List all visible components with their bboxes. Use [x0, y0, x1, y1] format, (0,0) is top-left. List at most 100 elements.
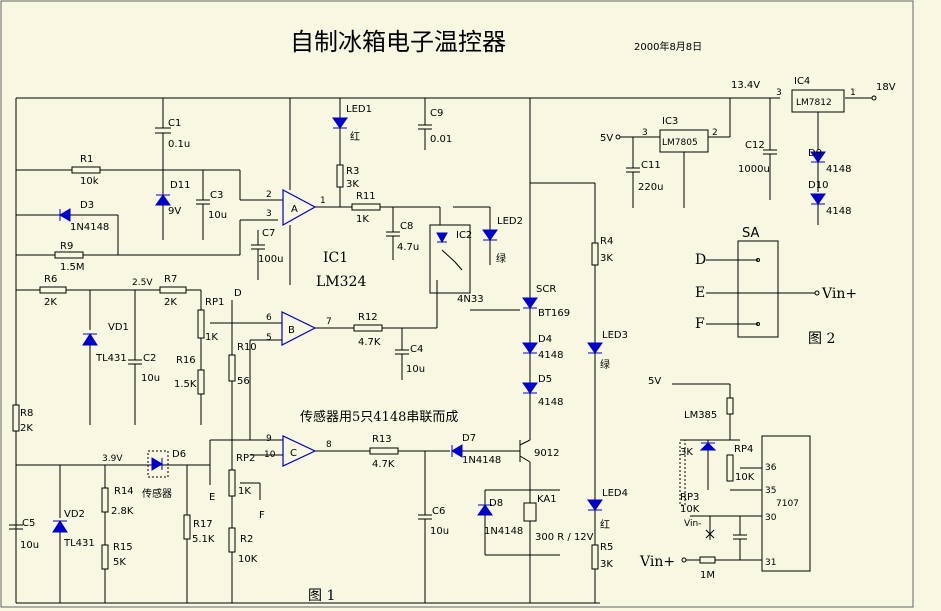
svg-text:Vin-: Vin-: [684, 519, 701, 529]
svg-text:LM7812: LM7812: [796, 98, 832, 108]
node-d: D: [234, 288, 242, 299]
svg-text:R12: R12: [358, 312, 378, 323]
svg-text:D7: D7: [462, 433, 476, 444]
svg-text:R11: R11: [356, 191, 376, 202]
svg-text:D10: D10: [808, 180, 828, 191]
svg-text:5.1K: 5.1K: [192, 534, 215, 545]
svg-text:C11: C11: [641, 160, 661, 171]
svg-text:1.5K: 1.5K: [174, 379, 197, 390]
svg-text:LED4: LED4: [602, 488, 628, 499]
svg-text:IC2: IC2: [456, 230, 472, 241]
capacitor-c6: C6 10u: [418, 451, 449, 603]
svg-text:10u: 10u: [20, 540, 39, 551]
capacitor-c2: C2 10u: [128, 290, 160, 425]
svg-text:10K: 10K: [238, 554, 258, 565]
resistor-r1: R1 10k: [16, 154, 240, 187]
svg-text:5K: 5K: [113, 557, 126, 568]
svg-text:C3: C3: [210, 190, 223, 201]
resistor-r14: R14 2.8K: [101, 465, 134, 545]
tl431-vd2: VD2 TL431: [52, 465, 95, 603]
svg-text:3K: 3K: [680, 447, 693, 458]
svg-text:2.8K: 2.8K: [111, 506, 134, 517]
led2: LED2 绿: [453, 206, 523, 265]
svg-text:R6: R6: [44, 274, 57, 285]
optocoupler-ic2: IC2 4N33: [429, 207, 484, 305]
svg-text:56: 56: [237, 376, 250, 387]
resistor-r15: R15 5K: [101, 542, 133, 603]
svg-text:Vin+: Vin+: [821, 286, 857, 302]
svg-text:4148: 4148: [538, 350, 563, 361]
node-f: F: [259, 510, 265, 521]
led4: LED4 红: [587, 488, 628, 545]
svg-text:R14: R14: [114, 486, 134, 497]
svg-text:5: 5: [266, 333, 272, 343]
svg-text:KA1: KA1: [537, 494, 557, 505]
svg-text:红: 红: [350, 130, 360, 143]
svg-text:LED3: LED3: [602, 330, 628, 341]
svg-text:RP4: RP4: [734, 444, 753, 455]
voltage-2-5v: 2.5V: [132, 278, 153, 288]
svg-text:E: E: [695, 285, 705, 301]
transistor-9012: 9012: [519, 439, 559, 490]
resistor-r16: R16 1.5K: [174, 355, 205, 425]
svg-text:R3: R3: [346, 166, 359, 177]
figure-2-label: 图 2: [808, 331, 835, 347]
svg-text:10K: 10K: [680, 504, 700, 515]
svg-text:绿: 绿: [600, 358, 610, 371]
diode-d9: D9 4148: [808, 148, 851, 192]
resistor-1m-value: 1M: [700, 570, 715, 581]
svg-text:SCR: SCR: [536, 284, 556, 295]
svg-text:R15: R15: [113, 542, 133, 553]
svg-text:TL431: TL431: [95, 353, 127, 364]
svg-text:1K: 1K: [205, 332, 218, 343]
svg-text:300 R / 12V: 300 R / 12V: [535, 532, 594, 543]
date-label: 2000年8月8日: [634, 40, 702, 53]
svg-text:B: B: [288, 325, 295, 336]
svg-text:SA: SA: [742, 226, 759, 241]
svg-text:30: 30: [765, 513, 777, 523]
svg-text:7107: 7107: [776, 499, 799, 509]
resistor-r3: R3 3K: [336, 164, 359, 207]
svg-text:3K: 3K: [346, 179, 359, 190]
opamp-b: B 6 5 7: [249, 311, 354, 440]
voltage-13-4v: 13.4V: [731, 80, 760, 91]
capacitor-c7: C7 100u: [239, 219, 283, 280]
regulator-ic3: IC3 LM7805 3 2: [615, 98, 731, 208]
svg-text:2: 2: [712, 128, 718, 138]
svg-text:R7: R7: [164, 274, 177, 285]
svg-text:3K: 3K: [600, 253, 613, 264]
svg-text:2: 2: [266, 190, 272, 200]
tl431-vd1: VD1 TL431: [82, 290, 129, 425]
regulator-ic4: IC4 LM7812 3 1: [776, 76, 856, 150]
resistor-r12: R12 4.7K: [353, 280, 438, 348]
svg-text:C9: C9: [430, 108, 443, 119]
svg-text:R17: R17: [193, 519, 213, 530]
svg-text:RP1: RP1: [205, 297, 224, 308]
svg-text:9V: 9V: [168, 206, 181, 217]
svg-text:A: A: [291, 204, 298, 215]
ic1-part: LM324: [316, 274, 366, 290]
svg-text:35: 35: [765, 486, 776, 496]
svg-text:9012: 9012: [534, 448, 559, 459]
svg-text:1.5M: 1.5M: [60, 262, 85, 273]
opamp-c: C 9 10 8: [250, 434, 370, 467]
capacitor-c12: C12 1000u: [738, 98, 777, 200]
pot-rp1: RP1 1K: [197, 297, 232, 370]
svg-text:绿: 绿: [496, 252, 506, 265]
svg-text:4N33: 4N33: [457, 294, 484, 305]
resistor-r6: R6 2K: [16, 274, 160, 308]
capacitor-c1: C1 0.1u: [155, 98, 190, 170]
diode-d3: D3 1N4148: [16, 200, 119, 255]
svg-text:100u: 100u: [258, 254, 283, 265]
zener-d11: D11 9V: [155, 170, 190, 240]
svg-text:36: 36: [765, 463, 777, 473]
resistor-r2: R2 10K: [228, 527, 258, 603]
svg-text:10u: 10u: [141, 373, 160, 384]
voltage-18v: 18V: [876, 82, 896, 93]
svg-text:1K: 1K: [356, 214, 369, 225]
vin-plus-7107: Vin+: [639, 554, 675, 570]
svg-text:3: 3: [266, 209, 272, 219]
capacitor-c8: C8 4.7u: [386, 207, 419, 260]
svg-text:C2: C2: [143, 353, 156, 364]
